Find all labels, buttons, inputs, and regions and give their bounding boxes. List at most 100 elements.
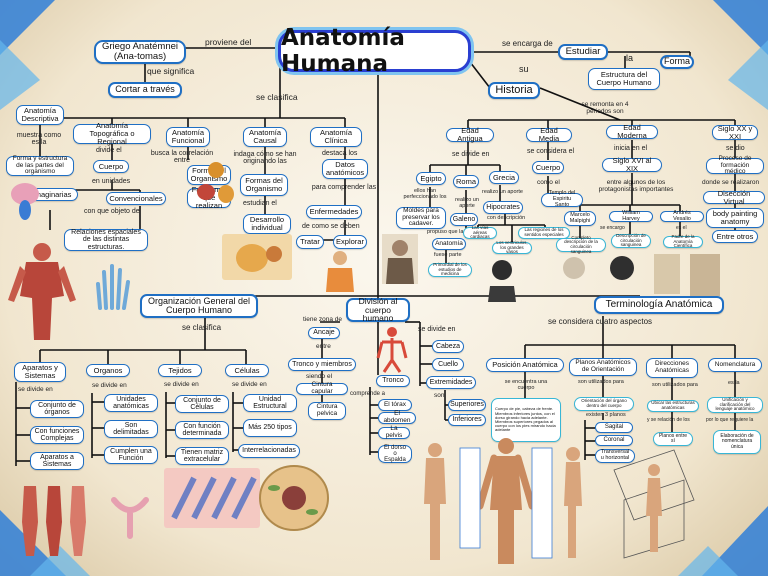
doctor-illustration — [326, 251, 354, 292]
node-proceso-label: Proceso de formación médico — [718, 154, 752, 176]
node-edad-media-label: Edad Media — [538, 126, 560, 143]
label-su: su — [519, 64, 529, 74]
node-aparatos-label: Aparatos y Sistemas — [22, 363, 58, 380]
node-inferiores-label: Inferiores — [452, 416, 482, 424]
node-diseccion: Disección Virtual — [703, 189, 765, 205]
node-roma: Roma — [453, 175, 479, 188]
body-figure-labeled-illustration — [459, 438, 553, 564]
node-ventriculos: Los ventriculos, los grandes vasos — [492, 240, 532, 254]
node-desc-circulacion2: Descripción de circulación sanguinea — [611, 232, 651, 248]
node-tratar: Tratar — [296, 235, 324, 249]
label-se-clasifica: se clasifica — [256, 92, 298, 102]
node-relaciones: Relaciones espaciales de las distintas e… — [64, 229, 148, 251]
label-se-divide-div: se divide en — [418, 326, 456, 333]
node-forma-estructura-label: Forma y estructura de las partes del org… — [12, 154, 68, 176]
label-se-considera: se considera el — [527, 148, 575, 155]
label-por-lo-que: por lo que requiere la — [706, 417, 754, 423]
node-interrelacionadas-label: Interrelacionadas — [242, 447, 296, 455]
node-planos-entre-label: Planos entre sí — [658, 432, 688, 444]
label-divide-aparatos: se divide en — [18, 386, 53, 393]
node-forma: Forma — [660, 55, 694, 69]
node-elaboracion: Elaboración de nomenclatura única — [713, 430, 761, 454]
label-busca: busca la correlación entre — [150, 150, 214, 165]
label-divide-tejidos: se divide en — [164, 381, 199, 388]
node-tronco-miembros-label: Tronco y miembros — [292, 360, 352, 368]
node-cintura-pelvica: Cintura pelvica — [308, 402, 346, 420]
node-regiones-label: Las regiones de los sentidos especiales — [524, 227, 564, 237]
development-illustration — [222, 234, 292, 280]
label-entre-algunos: entre algunos de los protagonistas impor… — [598, 179, 674, 193]
node-desc-circulacion2-label: Descripción de circulación sanguinea — [616, 232, 646, 248]
node-padre-label: Padre de la Anatomía Científica — [671, 233, 695, 249]
node-cuerpo-media: Cuerpo — [532, 161, 564, 174]
node-cuerpo-topo-label: Cuerpo — [98, 161, 124, 171]
node-unidades: Unidades anatómicas — [104, 394, 158, 412]
node-cortar: Cortar a través — [108, 82, 182, 98]
body-systems-illustration — [22, 486, 86, 556]
node-cintura-capular-label: Cintura capular — [311, 381, 333, 395]
bust-illustration — [488, 260, 516, 302]
label-estudia: estudian el — [243, 200, 277, 207]
node-anatomia-causal-label: Anatomía Causal — [248, 128, 282, 145]
node-edad-antigua-label: Edad Antigua — [457, 126, 483, 143]
label-siendo: siendo el — [306, 373, 333, 380]
node-torax-label: El tórax — [383, 400, 407, 408]
node-cortar-label: Cortar a través — [115, 84, 175, 95]
node-terminologia: Terminología Anatómica — [594, 296, 724, 314]
node-unidades-label: Unidades anatómicas — [113, 395, 149, 410]
node-mas250-label: Más 250 tipos — [248, 424, 292, 432]
node-enfermedades-label: Enfermedades — [309, 207, 359, 217]
label-propuso: propuso que la — [427, 229, 464, 235]
label-tiene-zona: tiene zona de — [303, 316, 343, 323]
node-anatomia-topografica-label: Anatomía Topográfica o Regional — [89, 121, 135, 146]
label-inicia: inicia en el — [614, 145, 648, 152]
node-aparatos-sistemas: Aparatos a Sistemas — [30, 452, 84, 470]
node-malpighi-label: Marcelo Malpighi — [569, 211, 591, 224]
node-coronal: Coronal — [595, 435, 633, 446]
label-con-descripcion: con descripción — [487, 215, 526, 221]
node-unificacion: Unificación y clarificación del lenguaje… — [707, 397, 763, 413]
node-estudiar-label: Estudiar — [565, 46, 601, 58]
organ-uterus-illustration — [111, 497, 149, 539]
node-vesalio-label: Andrés Vesalio — [673, 209, 691, 222]
node-convencionales: Convencionales — [106, 192, 166, 205]
label-con-que-objeto: con que objeto de — [84, 208, 140, 215]
label-existen: existen 3 planos — [586, 412, 626, 418]
label-donde: donde se realizaron — [702, 179, 760, 186]
node-tratar-label: Tratar — [300, 237, 320, 247]
node-nomenclatura: Nomenclatura — [708, 358, 762, 372]
label-divide-el: divide el — [96, 147, 122, 154]
label-se-clasifica-org: se clasifica — [182, 323, 222, 332]
node-otros-label: Entre otros — [716, 231, 754, 241]
node-cabeza: Cabeza — [432, 340, 464, 353]
node-superiores-label: Superiores — [450, 401, 484, 409]
node-unidad: Unidad Estructural — [243, 394, 297, 412]
node-enfermedades: Enfermedades — [306, 205, 362, 219]
portraits-illustration — [563, 254, 720, 296]
node-hipocrates: Hipocrates — [483, 201, 523, 214]
tissue-illustration — [164, 468, 260, 528]
node-anatomia-topografica: Anatomía Topográfica o Regional — [73, 121, 151, 146]
node-inferiores: Inferiores — [448, 414, 486, 426]
label-se-encargo: se encargo — [600, 225, 625, 231]
node-funciones-complejas-label: Con funciones Complejas — [34, 427, 80, 442]
node-pelvis-label: La pelvis — [385, 425, 403, 439]
node-division: División al cuerpo humano — [346, 295, 410, 324]
node-primordial: Primordial de los estudios de medicina — [428, 262, 472, 277]
corner-decoration-top-left — [0, 0, 55, 110]
node-siglo-xvi-label: Siglo XVI al XIX — [612, 156, 652, 173]
node-extremidades-label: Extremidades — [429, 378, 473, 386]
node-relaciones-label: Relaciones espaciales de las distintas e… — [71, 228, 141, 251]
node-templo: Templo del Espiritu Santo — [541, 190, 583, 208]
node-cuerpo-pie-label: Cuerpo de pie, cabeza de frente. Miembro… — [495, 406, 556, 433]
node-moldes-label: Moldes para preservar los cadaver. — [402, 206, 440, 228]
node-edad-antigua: Edad Antigua — [446, 126, 494, 143]
node-anatomia-hist: Anatomía — [432, 238, 466, 250]
node-division-label: División al cuerpo humano — [358, 295, 398, 324]
node-cabeza-label: Cabeza — [435, 342, 461, 350]
node-forma-estructura: Forma y estructura de las partes del org… — [6, 154, 74, 176]
node-egipto: Egipto — [416, 172, 446, 185]
label-utilizados2: son utilizados para — [652, 382, 698, 388]
node-ancaje-label: Ancaje — [313, 329, 335, 337]
node-cuello-label: Cuello — [438, 360, 458, 368]
